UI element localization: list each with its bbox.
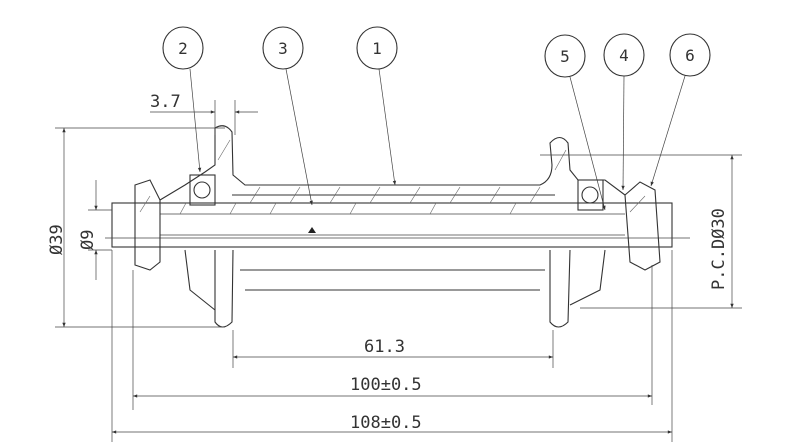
svg-text:100±0.5: 100±0.5 xyxy=(350,375,422,395)
dimension-axle-diameter: Ø9 xyxy=(78,180,112,280)
svg-text:P.C.DØ30: P.C.DØ30 xyxy=(709,208,729,290)
dimension-locknut-width: 100±0.5 xyxy=(132,265,653,410)
balloon-1: 1 xyxy=(356,26,398,186)
balloon-3: 3 xyxy=(262,26,313,206)
svg-text:Ø39: Ø39 xyxy=(47,224,67,255)
svg-text:3.7: 3.7 xyxy=(150,92,181,112)
balloon-4: 4 xyxy=(603,33,645,191)
balloon-5: 5 xyxy=(544,34,606,211)
svg-text:6: 6 xyxy=(685,46,695,65)
hub-body xyxy=(105,125,690,328)
svg-text:3: 3 xyxy=(278,39,288,58)
dimension-pcd: P.C.DØ30 xyxy=(540,154,742,309)
svg-text:2: 2 xyxy=(178,39,188,58)
svg-text:4: 4 xyxy=(619,46,629,65)
dimension-axle-length: 108±0.5 xyxy=(111,250,673,442)
dimension-flange-diameter: Ø39 xyxy=(47,127,225,328)
dimension-flange-thickness: 3.7 xyxy=(150,92,258,135)
balloon-6: 6 xyxy=(650,33,711,187)
svg-text:61.3: 61.3 xyxy=(364,337,405,357)
svg-text:5: 5 xyxy=(560,47,570,66)
dimension-flange-spacing: 61.3 xyxy=(232,330,554,368)
balloon-2: 2 xyxy=(162,26,204,173)
svg-text:108±0.5: 108±0.5 xyxy=(350,413,422,433)
svg-text:1: 1 xyxy=(372,39,382,58)
svg-text:Ø9: Ø9 xyxy=(78,230,98,250)
